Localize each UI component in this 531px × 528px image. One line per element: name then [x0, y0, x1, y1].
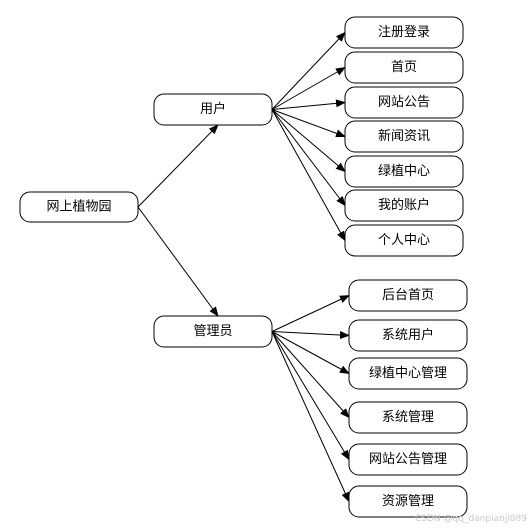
- branch-node-0: 用户: [153, 93, 273, 126]
- child-node-0-6-box: [344, 224, 464, 257]
- edge-branch-0-to-child-6: [271, 109, 346, 242]
- child-node-1-4: 网站公告管理: [348, 443, 468, 476]
- child-node-1-2-box: [348, 357, 468, 390]
- child-node-0-1-label: 首页: [391, 60, 417, 75]
- child-node-1-0-box: [348, 279, 468, 312]
- edges-layer: [137, 31, 350, 503]
- child-node-0-4-label: 绿植中心: [378, 164, 430, 179]
- child-node-0-4-box: [344, 155, 464, 188]
- child-node-0-1-box: [344, 51, 464, 84]
- edge-branch-0-to-child-1: [271, 67, 346, 110]
- edge-root-to-branch-1: [137, 206, 219, 317]
- branch-node-1-box: [153, 315, 273, 348]
- edge-branch-1-to-child-2: [271, 331, 350, 374]
- child-node-0-6-label: 个人中心: [378, 233, 430, 248]
- child-node-0-1: 首页: [344, 51, 464, 84]
- edge-branch-0-to-child-0: [271, 31, 346, 110]
- root-node: 网上植物园: [19, 191, 139, 223]
- edge-branch-0-to-child-2: [271, 99, 346, 110]
- child-node-1-1-label: 系统用户: [382, 327, 434, 343]
- child-node-0-0-box: [344, 16, 464, 49]
- branch-node-0-label: 用户: [200, 101, 226, 117]
- root-node-label: 网上植物园: [46, 200, 111, 215]
- child-node-0-2-box: [344, 86, 464, 119]
- child-node-0-0-label: 注册登录: [378, 25, 430, 40]
- edge-branch-1-to-child-5: [271, 331, 350, 503]
- child-node-1-4-box: [348, 443, 468, 476]
- child-node-0-4: 绿植中心: [344, 155, 464, 188]
- root-node-box: [19, 191, 139, 223]
- child-node-1-3-box: [348, 401, 468, 434]
- edge-branch-0-to-child-3: [271, 109, 346, 138]
- branch-node-1: 管理员: [153, 315, 273, 348]
- child-node-0-2: 网站公告: [344, 86, 464, 119]
- child-node-0-3-label: 新闻资讯: [378, 128, 430, 144]
- child-node-0-0: 注册登录: [344, 16, 464, 49]
- child-node-1-4-label: 网站公告管理: [369, 452, 447, 467]
- child-node-0-5-label: 我的账户: [378, 197, 430, 213]
- child-node-0-3-box: [344, 120, 464, 153]
- child-node-0-3: 新闻资讯: [344, 120, 464, 153]
- edge-branch-1-to-child-4: [271, 331, 350, 461]
- child-node-0-2-label: 网站公告: [378, 95, 430, 110]
- child-node-1-3-label: 系统管理: [382, 410, 434, 425]
- child-node-0-6: 个人中心: [344, 224, 464, 257]
- edge-branch-1-to-child-0: [271, 295, 350, 332]
- branch-node-1-label: 管理员: [193, 324, 232, 339]
- child-node-1-3: 系统管理: [348, 401, 468, 434]
- child-node-1-0-label: 后台首页: [382, 288, 434, 303]
- child-node-1-0: 后台首页: [348, 279, 468, 312]
- child-node-0-5: 我的账户: [344, 189, 464, 222]
- child-node-1-1-box: [348, 319, 468, 352]
- edge-branch-1-to-child-1: [271, 331, 350, 340]
- child-node-0-5-box: [344, 189, 464, 222]
- child-node-1-5: 资源管理: [348, 485, 468, 518]
- edge-branch-0-to-child-5: [271, 109, 346, 207]
- child-node-1-5-box: [348, 485, 468, 518]
- child-node-1-5-label: 资源管理: [382, 494, 434, 509]
- child-node-1-2: 绿植中心管理: [348, 357, 468, 390]
- watermark-text: CSDN @qq_danpianji889: [415, 514, 527, 524]
- child-node-1-1: 系统用户: [348, 319, 468, 352]
- edge-branch-1-to-child-3: [271, 331, 350, 419]
- edge-branch-0-to-child-4: [271, 109, 346, 173]
- edge-root-to-branch-0: [137, 124, 219, 208]
- branch-node-0-box: [153, 93, 273, 126]
- child-node-1-2-label: 绿植中心管理: [369, 366, 447, 381]
